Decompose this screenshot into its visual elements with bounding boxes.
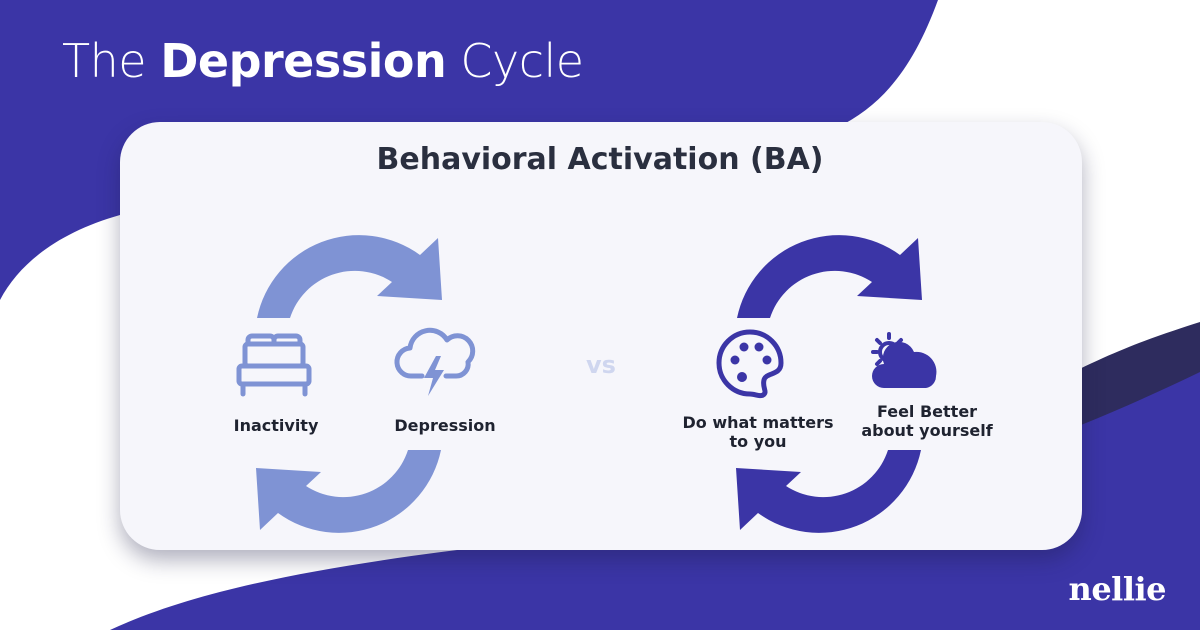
palette-icon [716,329,784,399]
nellie-logo: nellie [1068,570,1167,608]
title-emphasis: Depression [160,34,447,88]
sun-cloud-icon [871,332,937,388]
cycle-top-arrow [737,235,922,318]
bottom-blob [110,372,1200,630]
versus-label: vs [586,351,616,379]
feel-better-label: Feel Better about yourself [852,402,1002,440]
activation-cycle [716,235,937,533]
depression-label: Depression [394,416,496,435]
do-what-matters-line2: to you [729,432,787,451]
feel-better-line2: about yourself [861,421,993,440]
do-what-matters-label: Do what matters to you [678,413,838,451]
bed-icon [236,333,312,397]
inactivity-cycle [236,235,476,533]
cycle-top-arrow [257,235,442,318]
card-title: Behavioral Activation (BA) [376,142,824,177]
page-title: The Depression Cycle [62,34,584,88]
do-what-matters-line1: Do what matters [682,413,834,432]
title-prefix: The [62,34,147,88]
title-suffix: Cycle [460,34,584,88]
cycle-bottom-arrow [736,450,921,533]
cycle-bottom-arrow [256,450,441,533]
storm-cloud-icon [394,327,476,396]
feel-better-line1: Feel Better [876,402,978,421]
inactivity-label: Inactivity [233,416,319,435]
